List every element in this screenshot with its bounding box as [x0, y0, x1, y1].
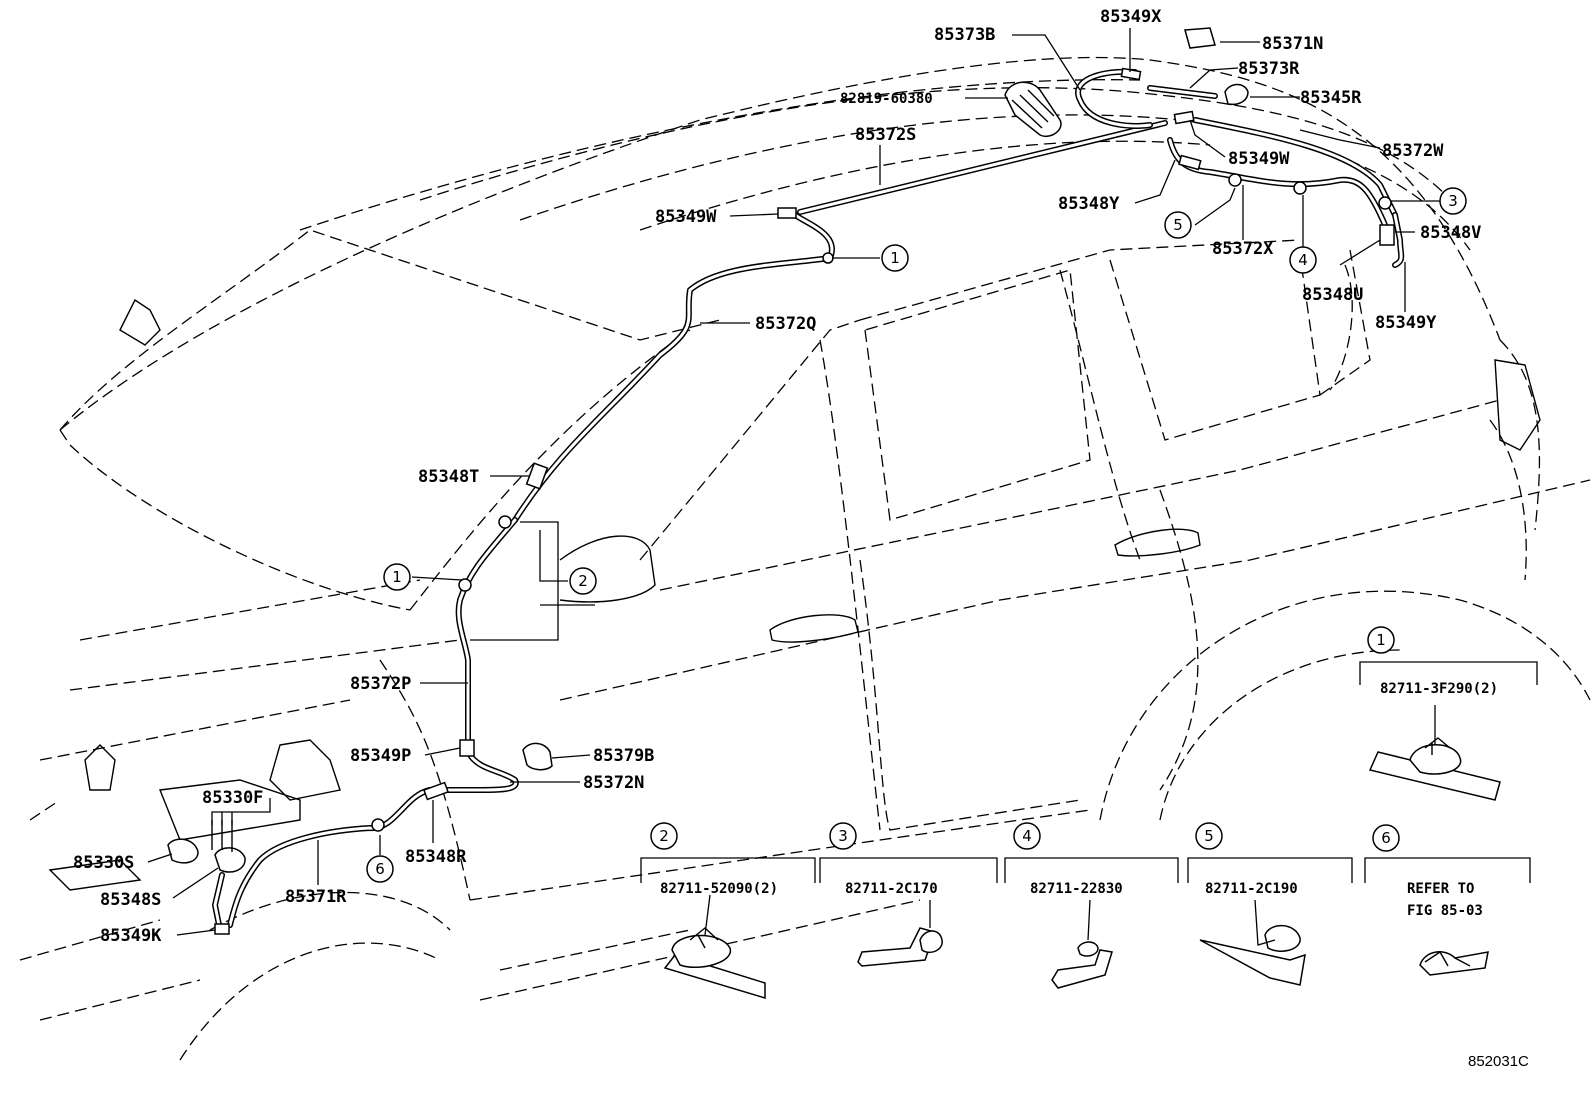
svg-text:2: 2 [659, 827, 669, 845]
callout-5-roof: 5 [1164, 211, 1192, 239]
svg-text:3: 3 [838, 827, 848, 845]
label-85373R: 85373R [1238, 59, 1300, 79]
label-85349Y: 85349Y [1375, 313, 1437, 333]
label-85345R: 85345R [1300, 88, 1362, 108]
label-85349X: 85349X [1100, 7, 1162, 27]
label-85372P: 85372P [350, 674, 411, 694]
svg-text:4: 4 [1022, 827, 1032, 845]
callout-3-roof: 3 [1439, 187, 1467, 215]
label-85372S: 85372S [855, 125, 916, 145]
clamp-1-part-number: 82711-3F290(2) [1380, 681, 1498, 697]
callout-6-fender: 6 [366, 855, 394, 883]
leader-lines [147, 28, 1440, 946]
clamp-2-part-number: 82711-52090(2) [660, 881, 778, 897]
svg-text:6: 6 [375, 860, 385, 878]
label-85348V: 85348V [1420, 223, 1481, 243]
svg-text:1: 1 [1376, 631, 1386, 649]
label-85372Q: 85372Q [755, 314, 816, 334]
callout-1-pillar: 1 [383, 563, 411, 591]
label-85373B: 85373B [934, 25, 995, 45]
clamp-5-header: 5 [1195, 822, 1223, 850]
svg-text:5: 5 [1173, 216, 1183, 234]
clamp-2-header: 2 [650, 822, 678, 850]
label-85348R: 85348R [405, 847, 467, 867]
clamp-4-part-number: 82711-22830 [1030, 881, 1123, 897]
callout-4-roof: 4 [1289, 246, 1317, 274]
label-85330F: 85330F [202, 788, 263, 808]
label-85372W: 85372W [1382, 141, 1444, 161]
washer-hoses [212, 68, 1405, 933]
callout-circles: 1 1 2 3 4 5 6 1 [366, 187, 1467, 883]
svg-text:5: 5 [1204, 827, 1214, 845]
label-85379B: 85379B [593, 746, 654, 766]
label-85349W-top: 85349W [1228, 149, 1290, 169]
clamp-details [640, 661, 1538, 1000]
pump-85330S-icon [167, 838, 199, 864]
pump-85330F-icon [214, 847, 246, 873]
figure-id: 852031C [1468, 1053, 1529, 1070]
label-85349W-left: 85349W [655, 207, 717, 227]
vehicle-body-outline [19, 56, 1591, 1061]
label-85349P: 85349P [350, 746, 411, 766]
label-85349K: 85349K [100, 926, 162, 946]
clamp-6-header: 6 [1372, 824, 1400, 852]
clamp-1-header: 1 [1367, 626, 1395, 654]
clamp-4-header: 4 [1013, 822, 1041, 850]
components [167, 27, 1395, 935]
svg-text:3: 3 [1448, 192, 1458, 210]
clamp-5-part-number: 82711-2C190 [1205, 881, 1298, 897]
clamp-3-part-number: 82711-2C170 [845, 881, 938, 897]
label-85348T: 85348T [418, 467, 479, 487]
svg-text:1: 1 [890, 249, 900, 267]
callout-1-roof: 1 [881, 244, 909, 272]
label-85372X: 85372X [1212, 239, 1274, 259]
label-82819-60380: 82819-60380 [840, 91, 933, 107]
label-85330S: 85330S [73, 853, 134, 873]
nozzle-85371N-icon [1184, 27, 1216, 49]
svg-text:1: 1 [392, 568, 402, 586]
label-85371R: 85371R [285, 887, 347, 907]
clamp-6-refer-line2: FIG 85-03 [1407, 903, 1483, 919]
callout-2-pillar: 2 [569, 567, 597, 595]
label-85348S: 85348S [100, 890, 161, 910]
valve-85345R-icon [1224, 83, 1249, 106]
svg-text:6: 6 [1381, 829, 1391, 847]
label-85348Y: 85348Y [1058, 194, 1120, 214]
clamp-3-header: 3 [829, 822, 857, 850]
label-85371N: 85371N [1262, 34, 1323, 54]
part-labels: 85349X 85371N 85373B 85373R 82819-60380 … [73, 7, 1529, 1070]
grommet-85379B-icon [522, 742, 553, 771]
label-85348U: 85348U [1302, 285, 1363, 305]
svg-text:4: 4 [1298, 251, 1308, 269]
clamp-6-refer-line1: REFER TO [1407, 881, 1474, 897]
label-85372N: 85372N [583, 773, 644, 793]
connector-82819-icon [1004, 81, 1062, 137]
svg-text:2: 2 [578, 572, 588, 590]
